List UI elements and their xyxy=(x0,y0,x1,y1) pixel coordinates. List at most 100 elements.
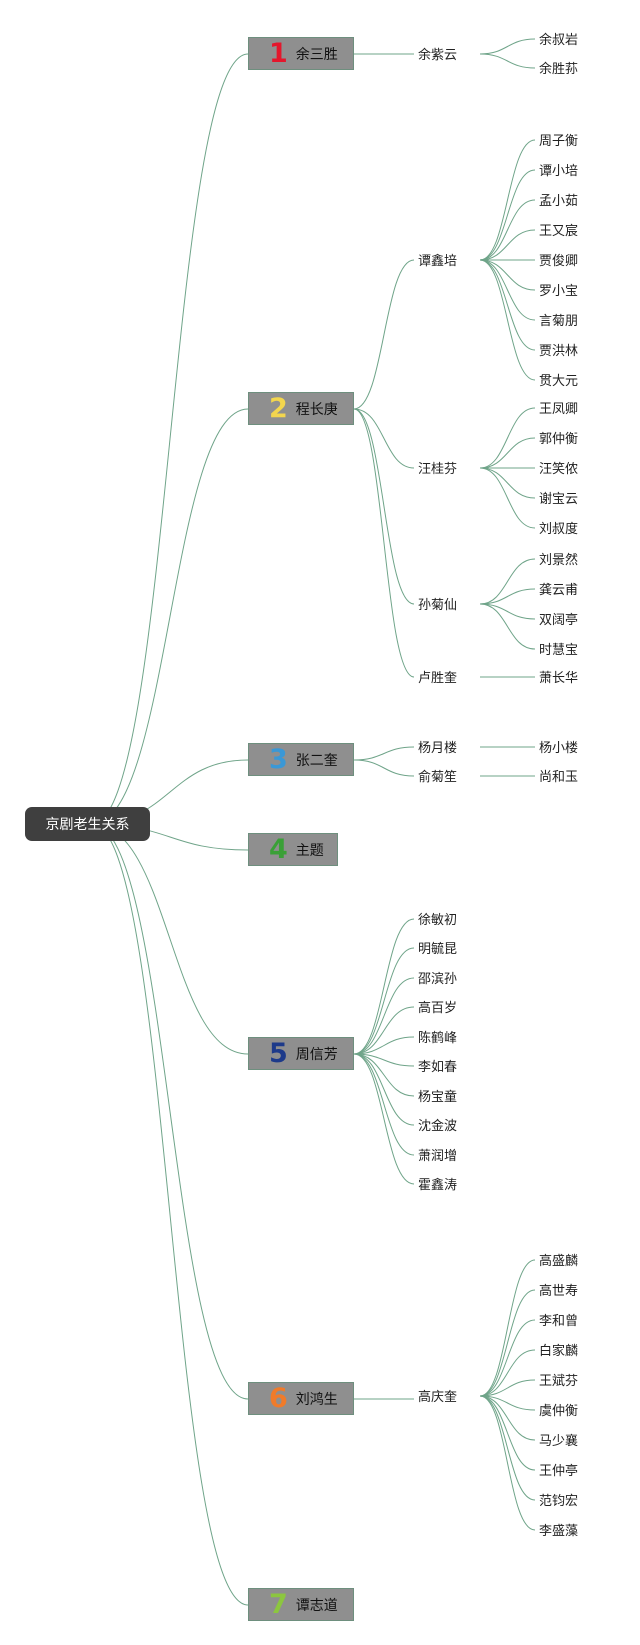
disciple-node[interactable]: 霍鑫涛 xyxy=(418,1178,458,1193)
student-node[interactable]: 言菊朋 xyxy=(539,314,579,329)
connector-line xyxy=(353,259,415,410)
connector-line xyxy=(479,169,536,261)
student-node[interactable]: 马少襄 xyxy=(539,1434,579,1449)
student-node[interactable]: 周子衡 xyxy=(539,134,579,149)
student-node[interactable]: 罗小宝 xyxy=(539,284,579,299)
connector-line xyxy=(479,1395,536,1531)
branch-node-3[interactable]: 3 张二奎 xyxy=(248,743,354,776)
connector-line xyxy=(353,1036,415,1055)
connector-line xyxy=(479,259,536,291)
disciple-node[interactable]: 沈金波 xyxy=(418,1119,458,1134)
connector-line xyxy=(91,53,249,825)
student-node[interactable]: 刘叔度 xyxy=(539,522,579,537)
connector-line xyxy=(353,1053,415,1156)
connector-line xyxy=(479,467,536,529)
number-4-icon: 4 xyxy=(269,834,288,865)
branch-label: 张二奎 xyxy=(295,752,338,769)
connector-line xyxy=(353,408,415,678)
connector-line xyxy=(479,407,536,469)
student-node[interactable]: 尚和玉 xyxy=(539,770,579,785)
disciple-node[interactable]: 谭鑫培 xyxy=(418,254,458,269)
student-node[interactable]: 龚云甫 xyxy=(539,583,579,598)
connector-line xyxy=(479,1379,536,1397)
disciple-node[interactable]: 卢胜奎 xyxy=(418,671,458,686)
number-7-icon: 7 xyxy=(269,1589,288,1620)
student-node[interactable]: 李和曾 xyxy=(539,1314,579,1329)
connector-line xyxy=(479,1259,536,1397)
disciple-node[interactable]: 汪桂芬 xyxy=(418,462,458,477)
disciple-node[interactable]: 陈鹤峰 xyxy=(418,1031,458,1046)
disciple-node[interactable]: 明毓昆 xyxy=(418,942,458,957)
disciple-node[interactable]: 邵滨孙 xyxy=(418,972,458,987)
student-node[interactable]: 王凤卿 xyxy=(539,402,579,417)
connector-line xyxy=(353,947,415,1055)
student-node[interactable]: 谭小培 xyxy=(539,164,579,179)
student-node[interactable]: 谢宝云 xyxy=(539,492,579,507)
student-node[interactable]: 贾俊卿 xyxy=(539,254,579,269)
student-node[interactable]: 高盛麟 xyxy=(539,1254,579,1269)
number-3-icon: 3 xyxy=(269,744,288,775)
student-node[interactable]: 高世寿 xyxy=(539,1284,579,1299)
connector-line xyxy=(353,746,415,761)
student-node[interactable]: 虞仲衡 xyxy=(539,1404,579,1419)
student-node[interactable]: 李盛藻 xyxy=(539,1524,579,1539)
disciple-node[interactable]: 高百岁 xyxy=(418,1001,458,1016)
branch-node-2[interactable]: 2 程长庚 xyxy=(248,392,354,425)
connector-line xyxy=(479,259,536,321)
connector-line xyxy=(353,1006,415,1055)
connector-line xyxy=(479,1395,536,1471)
student-node[interactable]: 范钧宏 xyxy=(539,1494,579,1509)
connector-line xyxy=(479,603,536,650)
student-node[interactable]: 萧长华 xyxy=(539,671,579,686)
number-5-icon: 5 xyxy=(269,1038,288,1069)
student-node[interactable]: 时慧宝 xyxy=(539,643,579,658)
connector-line xyxy=(479,1319,536,1397)
student-node[interactable]: 贾洪林 xyxy=(539,344,579,359)
connector-line xyxy=(479,467,536,499)
root-node[interactable]: 京剧老生关系 xyxy=(25,807,150,841)
student-node[interactable]: 贯大元 xyxy=(539,374,579,389)
connector-line xyxy=(479,229,536,261)
student-node[interactable]: 双阔亭 xyxy=(539,613,579,628)
disciple-node[interactable]: 杨月楼 xyxy=(418,741,458,756)
student-node[interactable]: 杨小楼 xyxy=(539,741,579,756)
connector-line xyxy=(353,408,415,605)
student-node[interactable]: 汪笑侬 xyxy=(539,462,579,477)
connector-line xyxy=(353,1053,415,1126)
student-node[interactable]: 白家麟 xyxy=(539,1344,579,1359)
connector-line xyxy=(91,823,249,1400)
connector-line xyxy=(479,1395,536,1501)
student-node[interactable]: 余胜荪 xyxy=(539,62,579,77)
disciple-node[interactable]: 徐敏初 xyxy=(418,913,458,928)
disciple-node[interactable]: 杨宝童 xyxy=(418,1090,458,1105)
branch-label: 程长庚 xyxy=(295,401,338,418)
connector-line xyxy=(479,603,536,620)
student-node[interactable]: 刘景然 xyxy=(539,553,579,568)
branch-label: 刘鸿生 xyxy=(295,1391,338,1408)
connector-line xyxy=(479,199,536,261)
disciple-node[interactable]: 余紫云 xyxy=(418,48,458,63)
connector-line xyxy=(353,759,415,777)
student-node[interactable]: 余叔岩 xyxy=(539,33,579,48)
connector-line xyxy=(479,1395,536,1441)
connector-line xyxy=(479,139,536,261)
connector-line xyxy=(353,408,415,469)
number-2-icon: 2 xyxy=(269,393,288,424)
disciple-node[interactable]: 高庆奎 xyxy=(418,1390,458,1405)
student-node[interactable]: 王仲亭 xyxy=(539,1464,579,1479)
student-node[interactable]: 郭仲衡 xyxy=(539,432,579,447)
disciple-node[interactable]: 孙菊仙 xyxy=(418,598,458,613)
disciple-node[interactable]: 李如春 xyxy=(418,1060,458,1075)
student-node[interactable]: 孟小茹 xyxy=(539,194,579,209)
student-node[interactable]: 王又宸 xyxy=(539,224,579,239)
disciple-node[interactable]: 萧润增 xyxy=(418,1149,458,1164)
connector-line xyxy=(479,259,536,351)
number-1-icon: 1 xyxy=(269,38,288,69)
student-node[interactable]: 王斌芬 xyxy=(539,1374,579,1389)
disciple-node[interactable]: 俞菊笙 xyxy=(418,770,458,785)
